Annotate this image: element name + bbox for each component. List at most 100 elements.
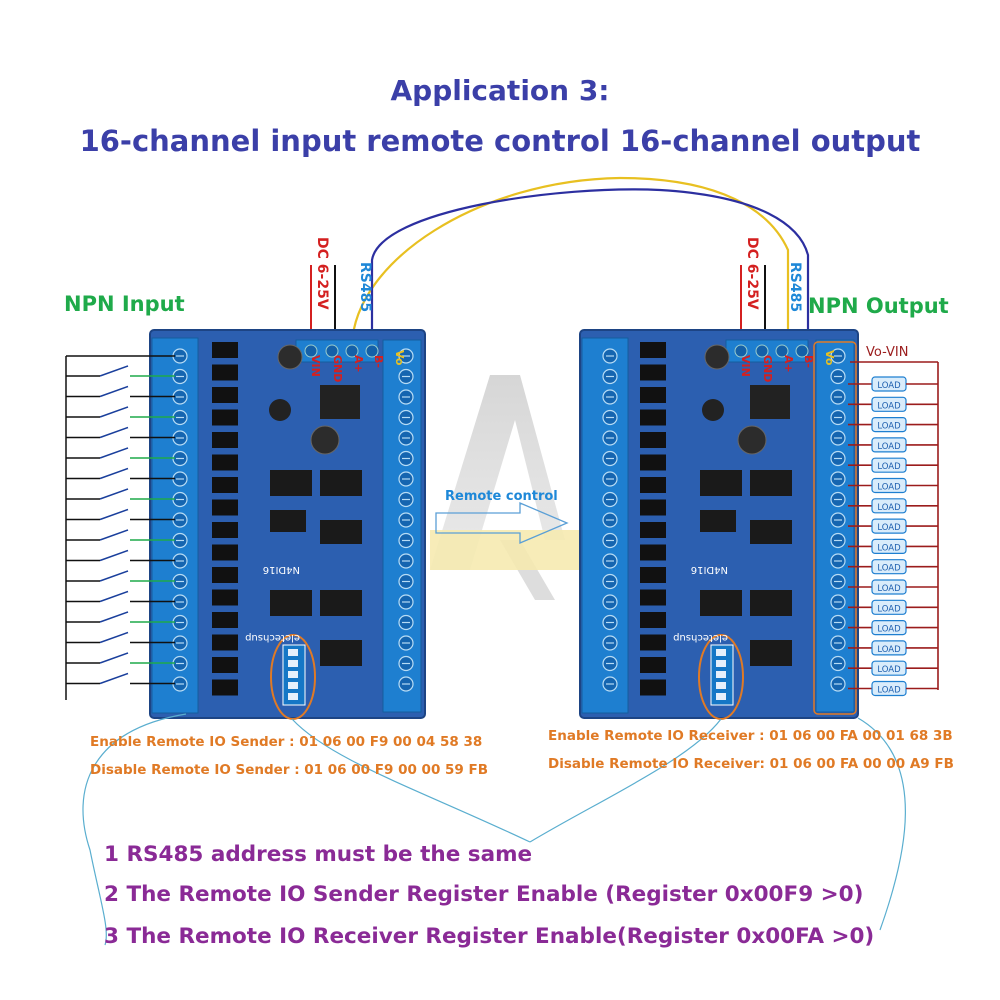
load-label: LOAD [877, 645, 901, 655]
dip-switch-lever [716, 682, 726, 689]
optocoupler-chip [640, 522, 666, 538]
npn-input-label: NPN Input [64, 292, 185, 316]
load-label: LOAD [877, 604, 901, 614]
dip-switch-lever [288, 682, 298, 689]
load-label: LOAD [877, 462, 901, 472]
switch-contact [99, 529, 129, 541]
optocoupler-chip [640, 432, 666, 448]
rs485-cables [350, 176, 810, 346]
receiver-vo-label: Vo [823, 350, 836, 366]
receiver-a-label: A+ [782, 355, 795, 373]
load-label: LOAD [877, 543, 901, 553]
remote-control-arrow [435, 502, 569, 544]
output-load-wiring: LOAD LOAD LOAD LOAD LOAD LOAD LOAD LOAD LOAD LOAD… [848, 361, 939, 697]
optocoupler-chip [212, 657, 238, 673]
sender-rs485-label: RS485 [357, 262, 373, 312]
load-label: LOAD [877, 381, 901, 391]
dip-switch-lever [716, 693, 726, 700]
optocoupler-chip [212, 679, 238, 696]
switch-contact [99, 590, 129, 603]
dip-switch-lever [716, 649, 726, 656]
optocoupler-chip [640, 679, 666, 696]
optocoupler-chip [640, 409, 666, 426]
optocoupler-chip [640, 342, 666, 358]
receiver-board-model: N4DI16 [691, 564, 728, 575]
optocoupler-chip [212, 477, 238, 493]
switch-contact [99, 385, 129, 398]
sender-enable-cmd: Enable Remote IO Sender : 01 06 00 F9 00… [90, 734, 483, 750]
optocoupler-chip [212, 342, 238, 358]
load-label: LOAD [877, 401, 901, 411]
sender-a-label: A+ [352, 355, 365, 373]
optocoupler-chip [640, 364, 666, 381]
optocoupler-chip [640, 544, 666, 561]
optocoupler-chip [212, 522, 238, 538]
switch-contact [99, 447, 129, 459]
receiver-b-label: B- [802, 355, 815, 368]
dip-switch-lever [288, 693, 298, 700]
switch-contact [99, 365, 129, 377]
switch-contact [99, 549, 129, 562]
optocoupler-chip [212, 634, 238, 651]
receiver-board [579, 329, 859, 720]
receiver-rs485-label: RS485 [787, 262, 803, 312]
title-line-1: Application 3: [390, 74, 610, 107]
load-label: LOAD [877, 564, 901, 574]
optocoupler-chip [212, 612, 238, 628]
receiver-enable-cmd: Enable Remote IO Receiver : 01 06 00 FA … [548, 728, 953, 744]
optocoupler-chip [640, 454, 666, 471]
switch-contact [99, 426, 129, 439]
npn-output-label: NPN Output [808, 294, 949, 318]
load-label: LOAD [877, 686, 901, 696]
optocoupler-chip [640, 567, 666, 583]
switch-contact [99, 406, 129, 418]
optocoupler-chip [212, 432, 238, 448]
sender-disable-cmd: Disable Remote IO Sender : 01 06 00 F9 0… [90, 762, 489, 778]
sender-gnd-label: GND [331, 355, 344, 382]
load-label: LOAD [877, 442, 901, 452]
optocoupler-chip [640, 634, 666, 651]
load-label: LOAD [877, 422, 901, 432]
dip-switch-lever [288, 671, 298, 678]
sender-dc-label: DC 6-25V [314, 237, 330, 310]
receiver-vin-label: VIN [739, 355, 752, 377]
switch-contact [99, 570, 129, 582]
watermark-logo [430, 375, 580, 600]
switch-contact [99, 631, 129, 644]
note-2: 2 The Remote IO Sender Register Enable (… [104, 882, 864, 907]
optocoupler-chip [640, 477, 666, 493]
input-switch-wiring [65, 355, 175, 700]
optocoupler-chip [212, 409, 238, 426]
dip-switch-lever [288, 649, 298, 656]
sender-b-label: B- [372, 355, 385, 368]
optocoupler-chip [212, 544, 238, 561]
load-label: LOAD [877, 523, 901, 533]
title-line-2: 16-channel input remote control 16-chann… [79, 124, 921, 158]
receiver-disable-cmd: Disable Remote IO Receiver: 01 06 00 FA … [548, 756, 954, 772]
load-label: LOAD [877, 483, 901, 493]
sender-board-brand: eletechsup [245, 632, 300, 643]
receiver-dc-label: DC 6-25V [744, 237, 760, 310]
optocoupler-chip [212, 387, 238, 403]
note-1: 1 RS485 address must be the same [104, 842, 533, 867]
sender-vo-label: Vo [393, 350, 406, 366]
load-label: LOAD [877, 503, 901, 513]
sender-board-model: N4DI16 [263, 564, 300, 575]
sender-vin-label: VIN [309, 355, 322, 377]
sender-board [149, 329, 426, 720]
callout-lines [82, 713, 906, 946]
switch-contact [99, 611, 129, 623]
load-label: LOAD [877, 584, 901, 594]
switch-contact [99, 467, 129, 480]
optocoupler-chip [212, 589, 238, 606]
switch-contact [99, 672, 129, 685]
receiver-gnd-label: GND [761, 355, 774, 382]
note-3: 3 The Remote IO Receiver Register Enable… [104, 924, 875, 949]
switch-contact [99, 652, 129, 664]
switch-contact [99, 508, 129, 521]
optocoupler-chip [640, 499, 666, 516]
switch-contact [99, 488, 129, 500]
vo-vin-label: Vo-VIN [866, 345, 908, 360]
remote-control-label: Remote control [445, 489, 558, 504]
